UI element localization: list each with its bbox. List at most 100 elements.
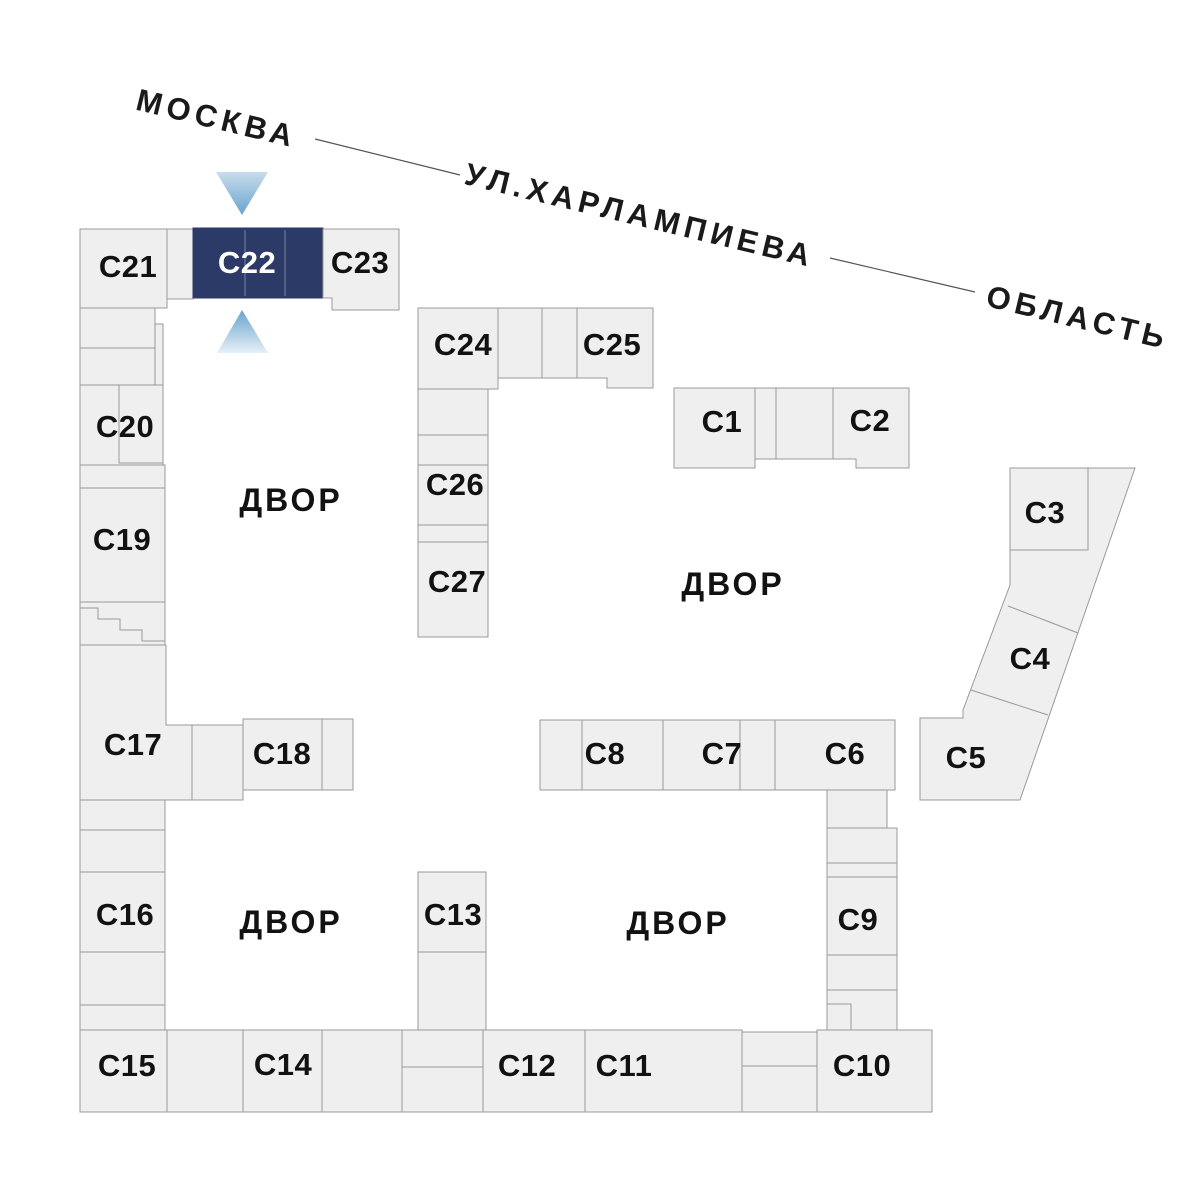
building-block <box>79 1004 166 1031</box>
building-c16-shape[interactable] <box>79 871 166 953</box>
building-c1-shape[interactable] <box>673 387 756 469</box>
building-block <box>321 1029 403 1113</box>
building-c22-selected: С22 <box>192 227 324 299</box>
building-block <box>417 524 489 543</box>
building-block <box>417 434 489 466</box>
building-c7: С7 <box>662 719 743 791</box>
building-block <box>79 347 156 386</box>
building-c27-shape[interactable] <box>417 541 489 638</box>
strip-divider-c4-c5 <box>970 689 1049 716</box>
street-label-kharlampieva: УЛ.ХАРЛАМПИЕВА <box>461 156 818 274</box>
building-block <box>826 989 898 1031</box>
building-block <box>79 951 166 1006</box>
building-block <box>417 388 489 436</box>
building-c20-inner-divider <box>118 385 163 464</box>
building-block <box>826 862 898 878</box>
building-block <box>79 829 166 873</box>
building-c11-shape[interactable] <box>584 1029 743 1113</box>
courtyard-label-bottom-right: ДВОР <box>626 905 729 941</box>
building-c9-shape[interactable] <box>826 876 898 956</box>
building-block <box>401 1029 484 1068</box>
building-block <box>166 1029 244 1113</box>
building-c24-label: С24 <box>434 327 493 362</box>
building-block <box>321 718 354 791</box>
building-c16: С16 <box>79 871 166 953</box>
building-c24-shape[interactable] <box>417 307 499 390</box>
courtyard-label-bottom-left: ДВОР <box>239 904 342 940</box>
building-block <box>826 789 888 829</box>
building-c19-shape[interactable] <box>79 487 166 603</box>
street-label-oblast: ОБЛАСТЬ <box>983 279 1173 357</box>
building-c21-shape[interactable] <box>79 228 168 309</box>
building-c3-label: С3 <box>1025 495 1066 530</box>
building-c23-label: С23 <box>331 245 389 280</box>
building-c6-shape[interactable] <box>774 719 896 791</box>
building-c22-label: С22 <box>218 245 276 280</box>
strip-divider-c3-c4 <box>1007 605 1079 634</box>
building-c20: С20 <box>79 384 164 466</box>
building-block <box>191 724 244 801</box>
building-c16-label: С16 <box>96 897 154 932</box>
building-c24: С24 <box>417 307 499 390</box>
building-c25-label: С25 <box>583 327 641 362</box>
building-block <box>754 387 777 460</box>
building-block <box>739 719 776 791</box>
building-c1-label: С1 <box>702 404 743 439</box>
building-block <box>401 1066 484 1113</box>
building-c20-shape[interactable] <box>79 384 164 466</box>
building-c23-shape[interactable] <box>322 228 400 311</box>
selected-building-arrow-top <box>216 172 268 215</box>
building-c15-shape[interactable] <box>79 1029 168 1113</box>
building-block <box>826 827 898 864</box>
building-c13: С13 <box>417 871 487 953</box>
building-c15-label: С15 <box>98 1048 156 1083</box>
building-c14-shape[interactable] <box>242 1029 323 1113</box>
building-c18-shape[interactable] <box>242 718 323 791</box>
building-c17: С17 <box>79 644 193 801</box>
building-c22-shape[interactable] <box>192 227 324 299</box>
building-c25-shape[interactable] <box>576 307 654 389</box>
building-c18: С18 <box>242 718 323 791</box>
building-c5-shape[interactable] <box>919 467 1136 801</box>
building-c7-shape[interactable] <box>662 719 741 791</box>
building-c25: С25 <box>576 307 654 389</box>
building-c2-shape[interactable] <box>832 387 910 469</box>
street-connector-line-1 <box>314 138 461 176</box>
building-c2-label: С2 <box>850 403 891 438</box>
building-block <box>741 1065 818 1113</box>
building-block <box>741 1031 818 1067</box>
block-notch <box>827 1003 852 1030</box>
building-strip-right: С3 С4 С5 <box>919 467 1136 801</box>
building-c10: С10 <box>816 1029 933 1113</box>
building-c9: С9 <box>826 876 898 956</box>
building-c5-label: С5 <box>946 740 987 775</box>
courtyard-labels: ДВОР ДВОР ДВОР ДВОР <box>239 482 781 941</box>
building-c12-shape[interactable] <box>482 1029 586 1113</box>
building-c15: С15 <box>79 1029 168 1113</box>
building-c6: С6 <box>774 719 896 791</box>
building-c9-label: С9 <box>838 902 879 937</box>
building-block <box>775 387 834 460</box>
building-c26-shape[interactable] <box>417 464 489 526</box>
building-c8: С8 <box>581 719 664 791</box>
building-c17-shape[interactable] <box>79 644 193 801</box>
building-c7-label: С7 <box>702 736 743 771</box>
street-connector-line-2 <box>829 257 976 293</box>
building-c27: С27 <box>417 541 489 638</box>
building-c19-label: С19 <box>93 522 151 557</box>
building-block <box>79 464 166 489</box>
building-block <box>154 323 164 386</box>
building-block <box>541 307 578 379</box>
building-c10-shape[interactable] <box>816 1029 933 1113</box>
selected-building-arrow-bottom <box>217 310 268 353</box>
building-c11: С11 <box>584 1029 743 1113</box>
building-block <box>166 228 194 300</box>
building-c2: С2 <box>832 387 910 469</box>
building-c13-shape[interactable] <box>417 871 487 953</box>
building-c12: С12 <box>482 1029 586 1113</box>
building-block <box>826 954 898 991</box>
building-c21-label: С21 <box>99 249 157 284</box>
building-c14-label: С14 <box>254 1047 313 1082</box>
building-c3-shape[interactable] <box>1009 467 1089 551</box>
